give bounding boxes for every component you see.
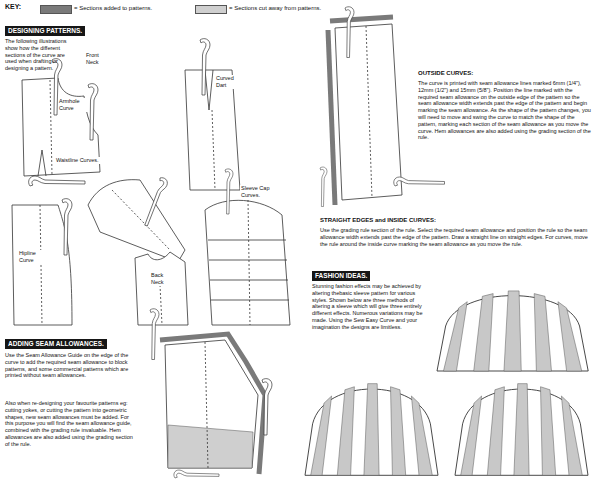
- section-header: DESIGNING PATTERNS.: [5, 26, 85, 36]
- part-label: Waistline Curves.: [55, 157, 112, 164]
- sleeve-pattern: [88, 180, 185, 262]
- sleeve-style: [305, 384, 438, 476]
- body-text: Use the Seam Allowance Guide on the edge…: [5, 352, 133, 379]
- french-curve: [200, 39, 210, 95]
- back-bodice-pattern: [135, 252, 188, 325]
- french-curve: [345, 7, 354, 58]
- part-label: Armhole Curve: [58, 98, 88, 112]
- part-label: Hipline Curve: [18, 250, 48, 264]
- part-label: Curved Dart: [215, 75, 239, 89]
- section-header: FASHION IDEAS.: [312, 271, 370, 281]
- french-curve: [262, 379, 272, 435]
- section-title: DESIGNING PATTERNS.: [8, 27, 82, 34]
- body-text: Stunning fashion effects may be achieved…: [312, 283, 430, 331]
- body-text: Use the grading rule section of the rule…: [320, 227, 588, 247]
- sub-heading: OUTSIDE CURVES:: [418, 70, 473, 77]
- legend-text: = Sections cut away from patterns.: [229, 5, 321, 12]
- legend-text: = Sections added to patterns.: [74, 5, 152, 12]
- section-title: ADDING SEAM ALLOWANCES.: [8, 340, 104, 347]
- body-text: Also when re-designing your favourite pa…: [5, 400, 133, 448]
- legend-swatch: [195, 5, 227, 14]
- sleeve-style: [437, 291, 588, 371]
- legend-swatch: [40, 5, 72, 14]
- section-header: ADDING SEAM ALLOWANCES.: [5, 339, 107, 349]
- body-text: The curve is printed with seam allowance…: [418, 80, 594, 141]
- french-curve: [225, 169, 233, 214]
- french-curve: [143, 177, 169, 228]
- french-curve: [88, 84, 98, 140]
- outside-curve-pattern: [328, 17, 402, 205]
- key-heading: KEY:: [5, 4, 21, 11]
- french-curve: [320, 167, 327, 206]
- sleeve-cap-pattern: [205, 200, 290, 325]
- seam-allowance-pattern: [160, 334, 265, 474]
- french-curve: [29, 176, 85, 186]
- french-curve: [150, 309, 159, 360]
- french-curve: [394, 177, 445, 186]
- hip-skirt-pattern: [12, 205, 72, 325]
- french-curve: [174, 470, 219, 478]
- french-curve: [62, 199, 72, 255]
- section-title: FASHION IDEAS.: [315, 272, 367, 279]
- sleeve-style: [455, 384, 588, 476]
- sub-heading: STRAIGHT EDGES and INSIDE CURVES:: [320, 217, 436, 224]
- part-label: Front Neck: [85, 52, 109, 66]
- body-text: The following illustrations show how the…: [5, 38, 75, 72]
- part-label: Back Neck: [150, 272, 178, 286]
- part-label: Sleeve Cap Curves.: [240, 185, 284, 199]
